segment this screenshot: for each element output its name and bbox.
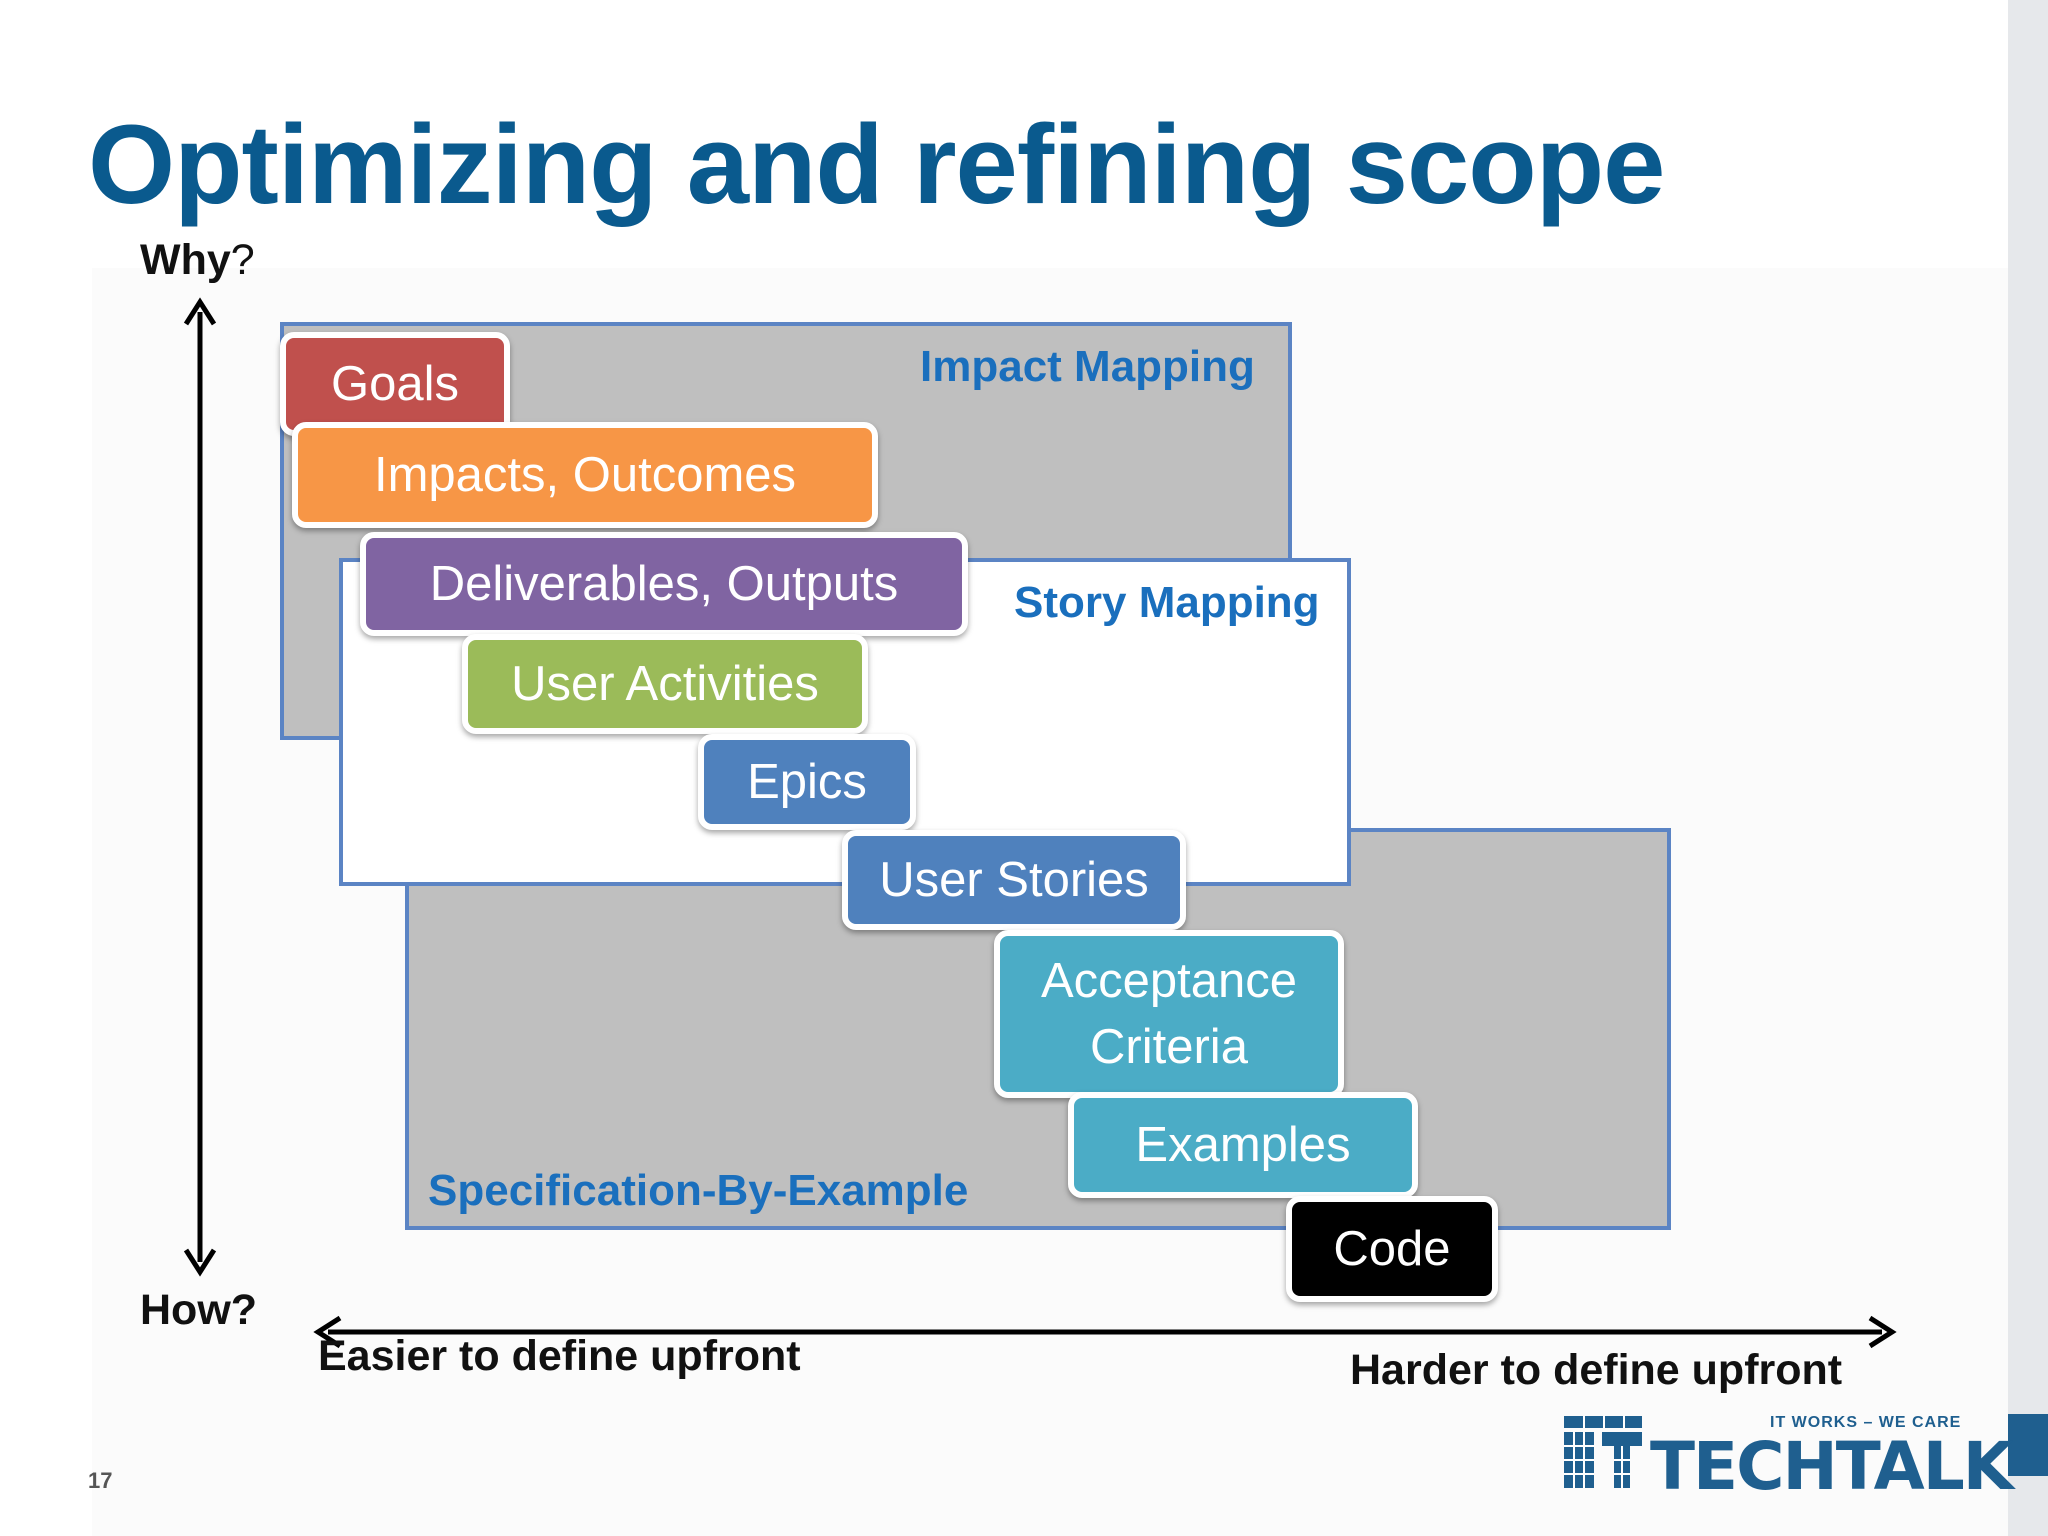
impact-mapping-heading: Impact Mapping xyxy=(920,342,1255,391)
easier-label: Easier to define upfront xyxy=(318,1332,801,1380)
logo-mark-icon xyxy=(1564,1416,1642,1488)
horizontal-axis-left-arrowhead xyxy=(313,1315,342,1349)
how-label: How? xyxy=(140,1286,258,1334)
why-label-bold: Why xyxy=(140,236,231,284)
acceptance-criteria-box: Acceptance Criteria xyxy=(994,930,1344,1098)
code-box: Code xyxy=(1286,1196,1498,1302)
right-edge-strip xyxy=(2008,0,2048,1536)
vertical-axis-bottom-arrowhead xyxy=(183,1248,217,1277)
why-label-question: ? xyxy=(230,236,255,284)
harder-label: Harder to define upfront xyxy=(1350,1346,1843,1394)
right-edge-accent xyxy=(2008,1414,2048,1476)
techtalk-logo: IT WORKS – WE CARE TECHTALK xyxy=(1562,1410,2014,1505)
deliverables-outputs-box: Deliverables, Outputs xyxy=(360,532,968,636)
logo-name: TECHTALK xyxy=(1650,1428,2014,1505)
epics-box: Epics xyxy=(698,734,916,830)
story-mapping-heading: Story Mapping xyxy=(1014,578,1320,627)
slide-title: Optimizing and refining scope xyxy=(88,102,1665,227)
impacts-outcomes-box: Impacts, Outcomes xyxy=(292,422,878,528)
user-stories-box: User Stories xyxy=(842,830,1186,930)
logo-tagline: IT WORKS – WE CARE xyxy=(1770,1414,1962,1431)
specification-by-example-heading: Specification-By-Example xyxy=(428,1166,969,1215)
goals-box: Goals xyxy=(280,332,510,436)
user-activities-box: User Activities xyxy=(462,634,868,734)
examples-box: Examples xyxy=(1068,1092,1418,1198)
page-number: 17 xyxy=(88,1468,113,1493)
horizontal-axis-right-arrowhead xyxy=(1868,1315,1897,1349)
vertical-axis-top-arrowhead xyxy=(183,297,217,326)
why-label: Why? xyxy=(140,236,255,285)
